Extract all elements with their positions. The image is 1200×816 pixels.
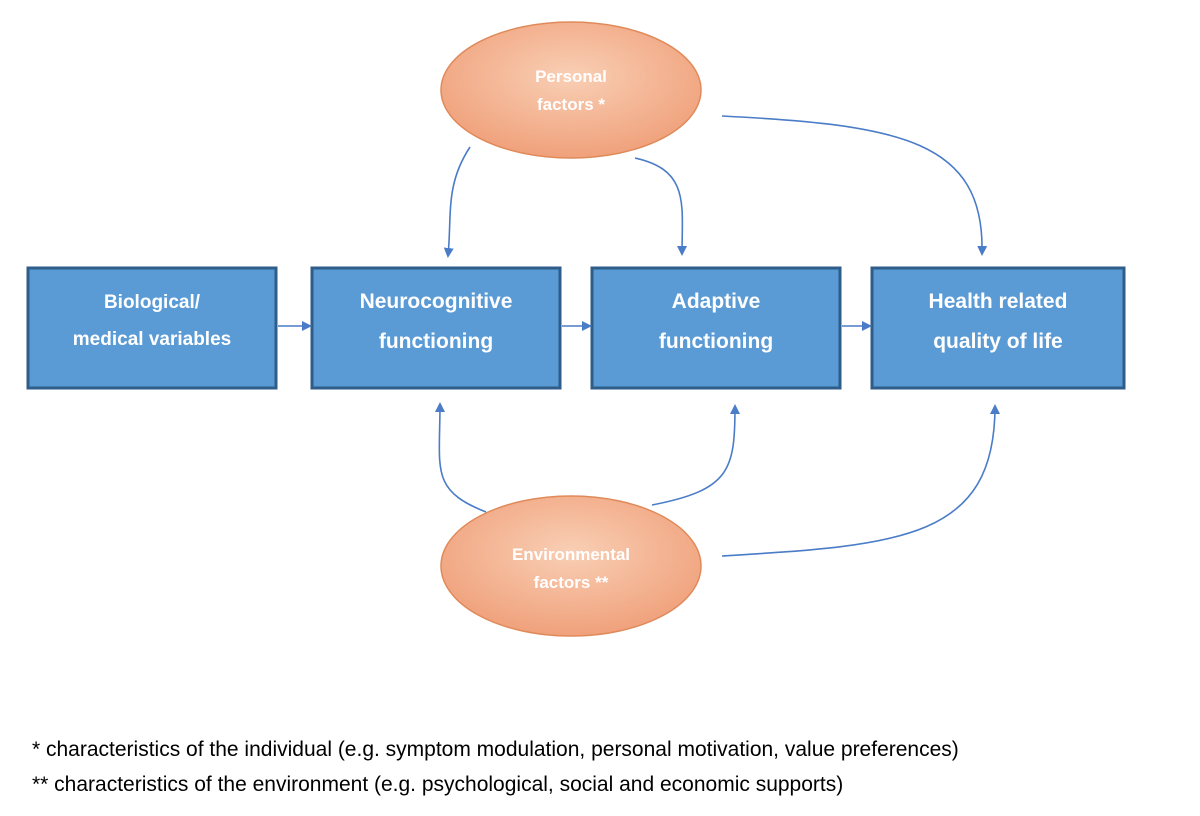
personal-factors-ellipse [440,21,702,159]
biological-medical-label-2: medical variables [73,329,231,350]
arrow-personal-to-adaptive [634,157,688,256]
personal-factors-node: Personal factors * [440,21,702,159]
adaptive-rect [590,266,842,390]
neurocognitive-rect [310,266,562,390]
hrqol-rect [870,266,1126,390]
biological-medical-rect [26,266,278,390]
environmental-factors-label-2: factors ** [534,573,609,592]
biological-medical-box: Biological/ medical variables [26,266,278,390]
arrow-personal-to-neurocognitive [443,146,471,258]
environmental-factors-ellipse [440,495,702,637]
neurocognitive-box: Neurocognitive functioning [310,266,562,390]
hrqol-label-1: Health related [929,290,1068,313]
biological-medical-label-1: Biological/ [104,292,201,313]
arrow-environmental-to-adaptive [651,404,740,506]
hrqol-box: Health related quality of life [870,266,1126,390]
adaptive-label-2: functioning [659,330,773,353]
adaptive-label-1: Adaptive [672,290,761,313]
personal-factors-label-1: Personal [535,67,607,86]
environmental-factors-node: Environmental factors ** [440,495,702,637]
arrow-personal-to-hrqol [721,115,988,256]
neurocognitive-label-2: functioning [379,330,493,353]
personal-factors-label-2: factors * [537,95,605,114]
hrqol-label-2: quality of life [933,330,1063,353]
neurocognitive-label-1: Neurocognitive [360,290,513,313]
footnote-personal: * characteristics of the individual (e.g… [32,738,959,761]
adaptive-box: Adaptive functioning [590,266,842,390]
footnote-environmental: ** characteristics of the environment (e… [32,773,844,796]
arrow-environmental-to-neurocognitive [434,402,487,513]
environmental-factors-label-1: Environmental [512,545,630,564]
arrow-environmental-to-hrqol [721,404,1000,557]
